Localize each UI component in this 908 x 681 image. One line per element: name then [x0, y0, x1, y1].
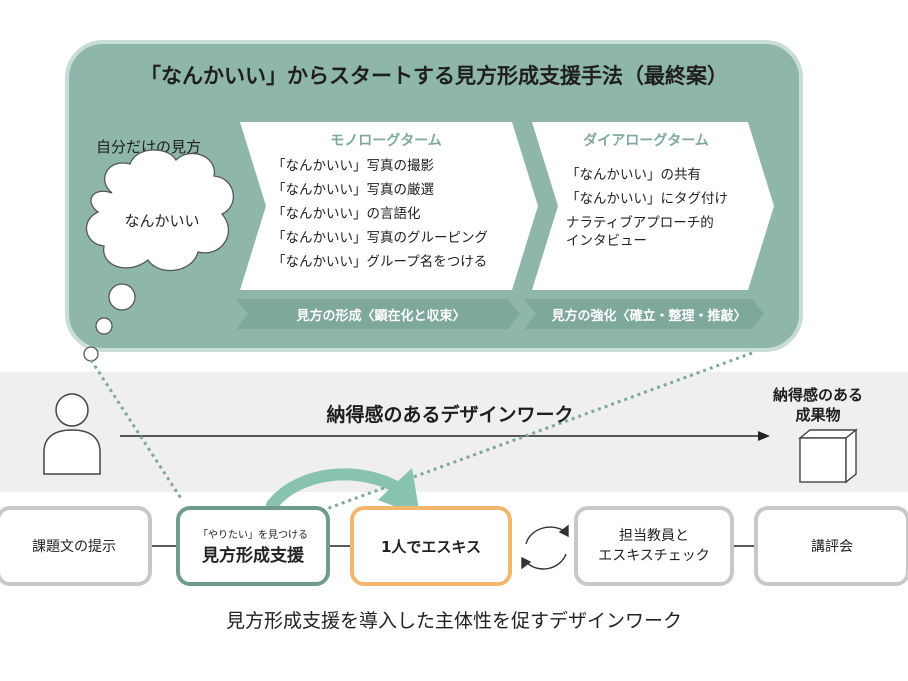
step-assignment: 課題文の提示 [0, 506, 152, 586]
thought-bubble [95, 317, 113, 335]
dialogue-list: 「なんかいい」の共有 「なんかいい」にタグ付け ナラティブアプローチ的 インタビ… [566, 166, 756, 250]
monologue-footer-band [236, 299, 520, 329]
step-sublabel: 「やりたい」を見つける [198, 530, 308, 541]
monologue-list: 「なんかいい」写真の撮影 「なんかいい」写真の厳選 「なんかいい」の言語化 「な… [272, 154, 532, 274]
curved-arrow [266, 468, 404, 511]
panel-title: 「なんかいい」からスタートする見方形成支援手法（最終案） [140, 64, 728, 88]
cloud-shape [85, 149, 234, 272]
dialogue-footer: 見方の強化〈確立・整理・推敲〉 [551, 309, 747, 324]
dialogue-heading: ダイアローグターム [583, 133, 709, 149]
cloud-text: なんかいい [124, 212, 200, 230]
step-label: 見方形成支援 [202, 546, 304, 566]
list-item: インタビュー [566, 233, 647, 249]
list-item: ナラティブアプローチ的 [566, 215, 714, 231]
step-label: 1人でエスキス [381, 537, 481, 556]
result-label: 納得感のある 成果物 [768, 385, 868, 425]
step-label: 課題文の提示 [32, 539, 116, 555]
workflow-strip [0, 372, 908, 492]
step-check: 担当教員と エスキスチェック [574, 506, 734, 586]
timeline-arrow-head [758, 431, 770, 441]
thought-cloud [83, 149, 234, 362]
step-view-support: 「やりたい」を見つける 見方形成支援 [176, 506, 330, 586]
monologue-heading: モノローグターム [330, 133, 442, 149]
step-sketch: 1人でエスキス [350, 506, 512, 586]
box-icon [798, 428, 858, 484]
thought-bubble [83, 346, 99, 362]
list-item: 「なんかいい」の言語化 [272, 206, 421, 222]
list-item: 「なんかいい」写真のグルーピング [272, 230, 488, 246]
design-work-label: 納得感のあるデザインワーク [326, 404, 574, 426]
list-item: 「なんかいい」写真の撮影 [272, 158, 434, 174]
dialogue-footer-band [524, 299, 764, 329]
self-view-label: 自分だけの見方 [96, 138, 202, 156]
thought-bubble [108, 283, 136, 311]
list-item: 「なんかいい」にタグ付け [566, 191, 728, 207]
list-item: 「なんかいい」写真の厳選 [272, 182, 434, 198]
list-item: 「なんかいい」の共有 [566, 167, 701, 183]
dialogue-chevron [532, 122, 774, 290]
person-icon [43, 393, 101, 475]
step-label: 講評会 [811, 539, 853, 555]
result-label-line: 成果物 [795, 406, 841, 424]
monologue-footer: 見方の形成〈顕在化と収束〉 [296, 309, 466, 324]
cycle-arrows-icon [521, 524, 569, 570]
monologue-chevron [240, 122, 538, 290]
step-label: 担当教員と [619, 528, 689, 544]
curved-arrow-head [378, 468, 420, 516]
step-label: エスキスチェック [598, 548, 710, 564]
diagram-caption: 見方形成支援を導入した主体性を促すデザインワーク [225, 610, 682, 632]
step-review: 講評会 [754, 506, 908, 586]
result-label-line: 納得感のある [772, 386, 863, 404]
list-item: 「なんかいい」グループ名をつける [272, 254, 488, 270]
